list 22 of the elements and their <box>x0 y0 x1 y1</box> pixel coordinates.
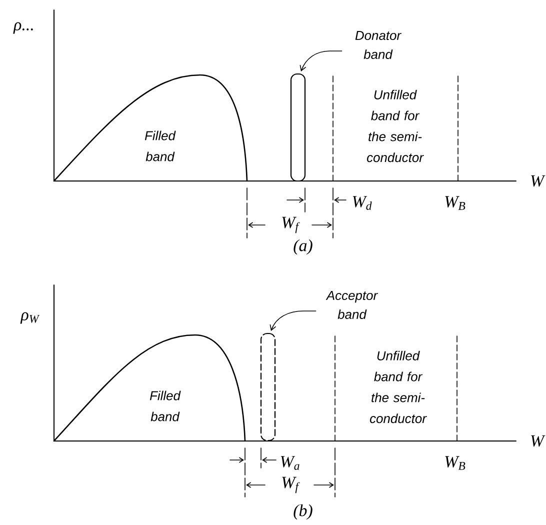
region-label: Filled band <box>144 130 176 162</box>
symbol-label: W$_{f}$ <box>282 216 300 234</box>
symbol-label: W <box>531 175 546 187</box>
leader-line <box>300 50 342 72</box>
band-bar <box>290 73 306 182</box>
symbol-label: W$_{d}$ <box>352 196 372 210</box>
symbol-label: W <box>531 435 546 447</box>
band-bar <box>260 332 276 442</box>
symbol-label: ρ$_{W}$ <box>20 312 40 324</box>
symbol-label: W$_{B}$ <box>445 456 466 470</box>
symbol-label: W$_{a}$ <box>280 456 300 470</box>
region-label: Filled band <box>150 390 181 422</box>
symbol-label: (a) <box>294 239 312 255</box>
symbol-label: W$_{f}$ <box>282 476 300 494</box>
band-label: Acceptor band <box>326 291 378 319</box>
symbol-label: ρ... <box>13 22 33 34</box>
symbol-label: (b) <box>294 504 312 520</box>
band-label: Donator band <box>355 31 402 59</box>
region-label: Unfilled band for the semi-conductor <box>366 90 424 162</box>
region-label: Unfilled band for the semi-conductor <box>370 350 427 424</box>
leader-line <box>270 310 316 331</box>
symbol-label: W$_{B}$ <box>445 196 466 210</box>
